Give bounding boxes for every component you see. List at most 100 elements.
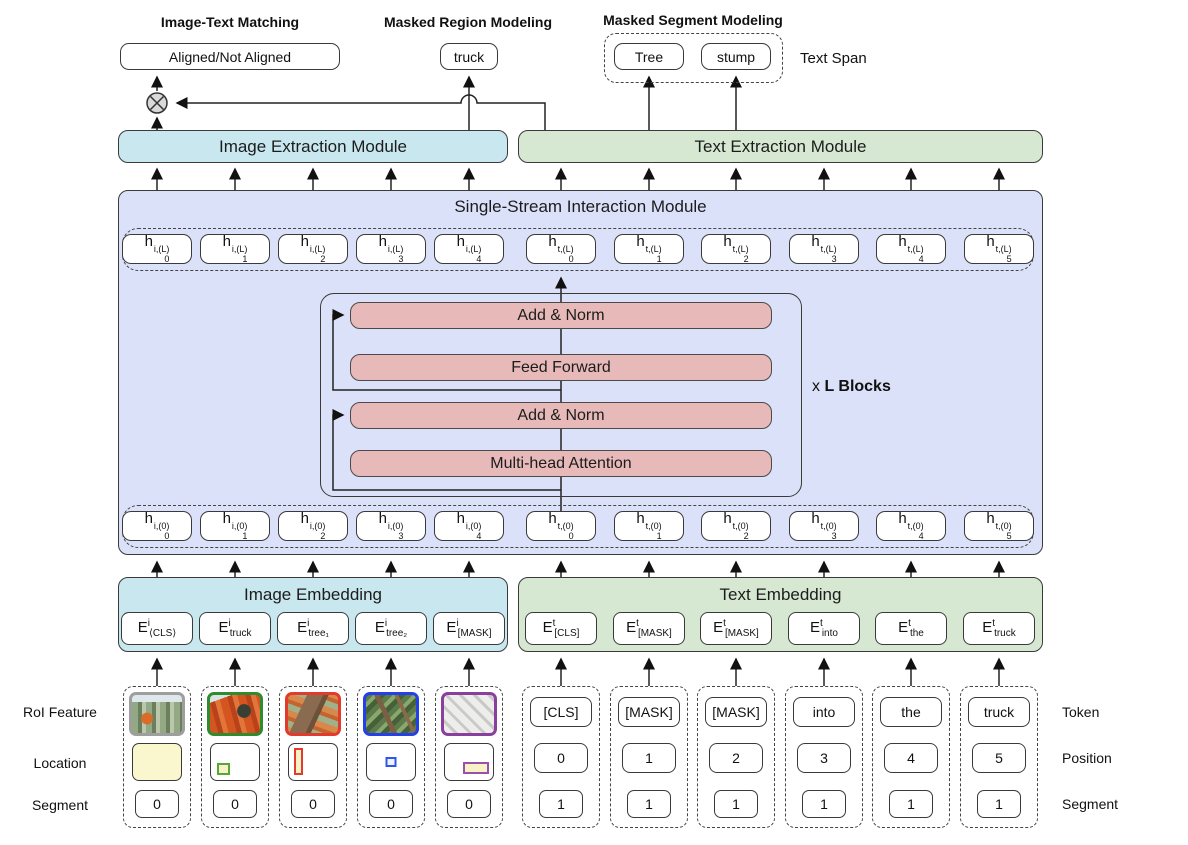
token-label: Token: [1062, 704, 1100, 720]
mrm-output-box: truck: [440, 43, 498, 70]
text-span-label: Text Span: [800, 50, 867, 67]
location-rect-blue: [385, 757, 397, 767]
layer-add-norm-top: Add & Norm: [350, 302, 772, 329]
token-box: into: [793, 697, 855, 727]
location-rect-purple: [463, 762, 489, 774]
image-column-4: 0: [435, 686, 503, 828]
location-box-wide-bottom-right: [444, 743, 494, 781]
segment-box: 0: [291, 790, 335, 818]
location-rect-red: [294, 748, 303, 775]
location-box-small-center: [366, 743, 416, 781]
text-column-0: [CLS] 0 1: [522, 686, 600, 828]
text-embedding-box: [518, 577, 1043, 652]
segment-box: 1: [977, 790, 1021, 818]
segment-box: 0: [447, 790, 491, 818]
location-box-tall-left: [288, 743, 338, 781]
roi-thumbnail-tree-trunk: [285, 692, 341, 736]
segment-box: 1: [627, 790, 671, 818]
repeat-blocks-label: x L Blocks: [812, 378, 891, 395]
text-embedding-truck: Ettruck: [963, 612, 1035, 645]
token-box: [MASK]: [618, 697, 680, 727]
token-box: [CLS]: [530, 697, 592, 727]
roi-thumbnail-truck: [207, 692, 263, 736]
image-column-0: 0: [123, 686, 191, 828]
text-extraction-module-title: Text Extraction Module: [694, 137, 867, 156]
text-column-4: the 4 1: [872, 686, 950, 828]
position-box: 1: [622, 743, 676, 773]
text-column-1: [MASK] 1 1: [610, 686, 688, 828]
masked-segment-dashed-box: [604, 33, 783, 83]
text-column-3: into 3 1: [785, 686, 863, 828]
segment-box: 1: [802, 790, 846, 818]
multiply-icon: [146, 92, 168, 114]
segment-box: 0: [213, 790, 257, 818]
image-embedding-tree2: Eitree₂: [355, 612, 427, 645]
segment-box: 1: [714, 790, 758, 818]
image-embedding-tree1: Eitree₁: [277, 612, 349, 645]
location-box-full: [132, 743, 182, 781]
msm-output-tree-box: Tree: [614, 43, 684, 70]
roi-feature-label: RoI Feature: [23, 704, 97, 720]
location-rect-green: [217, 763, 230, 775]
text-extraction-module-box: [518, 130, 1043, 163]
transformer-block: [320, 293, 802, 497]
task-label-masked-region-modeling: Masked Region Modeling: [383, 14, 552, 30]
segment-label-right: Segment: [1062, 796, 1119, 812]
image-extraction-module-box: [118, 130, 508, 163]
location-label: Location: [33, 755, 87, 771]
interaction-module-title: Single-Stream Interaction Module: [454, 197, 707, 216]
token-box: truck: [968, 697, 1030, 727]
roi-thumbnail-masked-region: [441, 692, 497, 736]
image-embedding-truck: Eitruck: [199, 612, 271, 645]
layer-feed-forward: Feed Forward: [350, 354, 772, 381]
layer-multi-head-attention: Multi-head Attention: [350, 450, 772, 477]
segment-box: 0: [135, 790, 179, 818]
token-box: [MASK]: [705, 697, 767, 727]
segment-box: 1: [539, 790, 583, 818]
layer-add-norm-bottom: Add & Norm: [350, 402, 772, 429]
itm-output-box: Aligned/Not Aligned: [120, 43, 340, 70]
text-column-5: truck 5 1: [960, 686, 1038, 828]
task-label-masked-segment-modeling: Masked Segment Modeling: [603, 12, 783, 28]
roi-thumbnail-full-image: [129, 692, 185, 736]
image-column-3: 0: [357, 686, 425, 828]
image-embedding-cls: Ei⟨CLS⟩: [121, 612, 193, 645]
text-embedding-the: Etthe: [875, 612, 947, 645]
position-box: 0: [534, 743, 588, 773]
location-box-small-bottom-left: [210, 743, 260, 781]
position-box: 2: [709, 743, 763, 773]
segment-box: 1: [889, 790, 933, 818]
text-embedding-cls: Et[CLS]: [525, 612, 597, 645]
text-embedding-into: Etinto: [788, 612, 860, 645]
text-embedding-mask1: Et[MASK]: [613, 612, 685, 645]
text-embedding-title: Text Embedding: [719, 585, 842, 604]
msm-output-stump-box: stump: [701, 43, 771, 70]
image-embedding-title: Image Embedding: [244, 585, 382, 604]
roi-thumbnail-branches: [363, 692, 419, 736]
image-extraction-module-title: Image Extraction Module: [218, 137, 408, 156]
token-box: the: [880, 697, 942, 727]
segment-box: 0: [369, 790, 413, 818]
task-label-image-text-matching: Image-Text Matching: [160, 14, 300, 30]
image-column-2: 0: [279, 686, 347, 828]
position-box: 5: [972, 743, 1026, 773]
position-label: Position: [1062, 750, 1112, 766]
